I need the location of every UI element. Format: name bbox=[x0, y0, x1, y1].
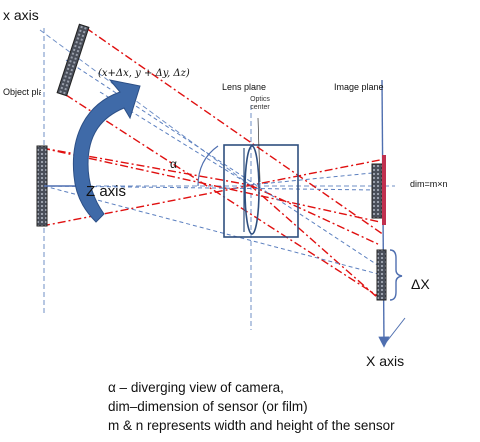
blue-rays bbox=[43, 59, 383, 276]
caption-line-1: α – diverging view of camera, bbox=[108, 380, 284, 395]
object-plane-label: Object plane bbox=[3, 88, 41, 97]
object-sensor-tilted bbox=[56, 23, 90, 97]
alpha-arc bbox=[197, 145, 219, 187]
image-plane-label: Image plane bbox=[334, 82, 384, 92]
big-x-axis-label: X axis bbox=[366, 353, 405, 369]
delta-x-label: ΔX bbox=[411, 276, 430, 292]
z-axis-label: Z axis bbox=[86, 183, 127, 200]
dim-label: dim=m×n bbox=[410, 179, 448, 189]
coordinate-label: (x+Δx, y + Δy, Δz) bbox=[98, 68, 190, 79]
caption-line-3: m & n represents width and height of the… bbox=[108, 418, 395, 433]
rotation-arrow-icon bbox=[72, 79, 141, 223]
x-axis-label: x axis bbox=[3, 7, 39, 23]
alpha-label: α bbox=[170, 157, 177, 171]
lens-box bbox=[223, 144, 299, 238]
image-sensor-red-strip bbox=[382, 155, 386, 225]
optics-center-pointer bbox=[257, 117, 261, 183]
lens-plane-label: Lens plane bbox=[222, 82, 267, 92]
caption-line-2: dim–dimension of sensor (or film) bbox=[108, 399, 308, 414]
delta-x-brace bbox=[389, 249, 403, 301]
image-plane-tail bbox=[383, 317, 406, 346]
lens-ellipse bbox=[244, 145, 260, 235]
optics-center-label: Optics center bbox=[250, 96, 270, 111]
caption: α – diverging view of camera, dim–dimens… bbox=[108, 378, 395, 435]
image-sensor-lower bbox=[376, 249, 387, 301]
image-sensor bbox=[371, 163, 383, 219]
